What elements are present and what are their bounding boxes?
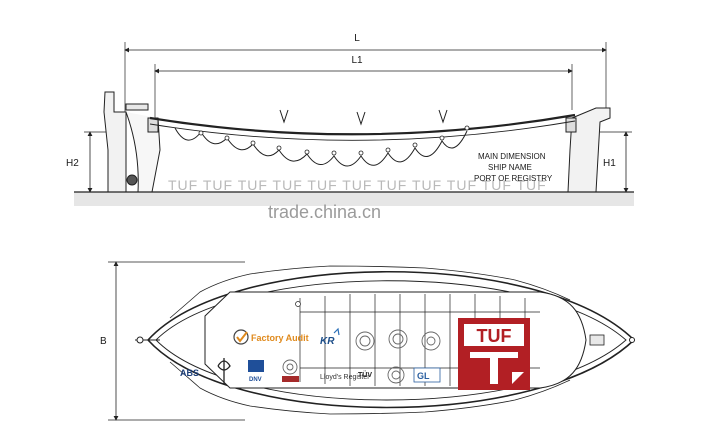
tuv-text: TÜV [358, 370, 372, 379]
label-h1: H1 [603, 158, 616, 169]
bow-post [103, 91, 127, 193]
gl-logo: GL [413, 367, 441, 383]
note-ship-name: SHIP NAME [488, 163, 532, 172]
note-main-dimension: MAIN DIMENSION [478, 152, 546, 161]
tuf-band-text: TUF TUF TUF TUF TUF TUF TUF TUF TUF TUF … [168, 177, 547, 193]
plan-view [108, 261, 636, 421]
label-b: B [100, 336, 107, 347]
label-h2: H2 [66, 158, 79, 169]
round-seal-logos [282, 329, 441, 384]
anchor-symbol-logo [217, 358, 231, 384]
kr-text: KR [320, 336, 335, 347]
tuf-logo-text: TUF [477, 326, 512, 346]
tuf-logo: TUF [458, 318, 530, 390]
red-bar-logo [282, 376, 299, 382]
factory-audit-text: Factory Audit [251, 333, 309, 343]
kr-logo: KR [320, 327, 340, 347]
bow-hook [126, 174, 138, 186]
side-view [74, 42, 634, 206]
factory-audit-logo: Factory Audit [233, 329, 309, 345]
gunwale-line [149, 113, 576, 136]
label-l: L [354, 33, 360, 44]
abs-text: ABS [180, 368, 199, 378]
dnv-text: DNV [249, 377, 262, 383]
dnv-logo: DNV [248, 360, 264, 383]
gl-text: GL [417, 371, 430, 381]
label-l1: L1 [351, 55, 363, 66]
lloyds-text: Lloyd's Register [320, 374, 370, 381]
grab-line-loops [174, 127, 468, 167]
certification-logos: Factory Audit KR ABS DNV Lloyd's [180, 318, 530, 390]
hull-outline-inner [155, 280, 627, 401]
watermark-text: trade.china.cn [268, 202, 381, 222]
note-port-of-registry: PORT OF REGISTRY [474, 174, 553, 183]
ground-band [74, 192, 634, 206]
